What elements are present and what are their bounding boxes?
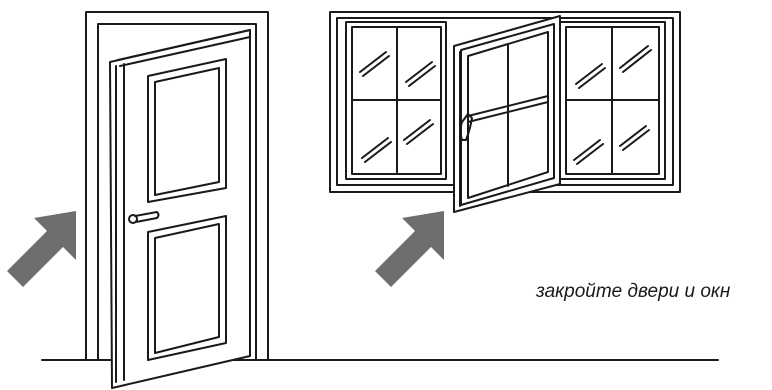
window-icon <box>330 12 680 212</box>
window-open-casement <box>454 16 560 212</box>
arrow-icon <box>375 211 444 287</box>
door-icon <box>110 30 250 388</box>
window-right-sash <box>560 22 665 179</box>
arrow-icon <box>7 211 76 287</box>
window-left-sash <box>346 22 446 179</box>
caption-text: закройте двери и окн <box>536 281 730 303</box>
